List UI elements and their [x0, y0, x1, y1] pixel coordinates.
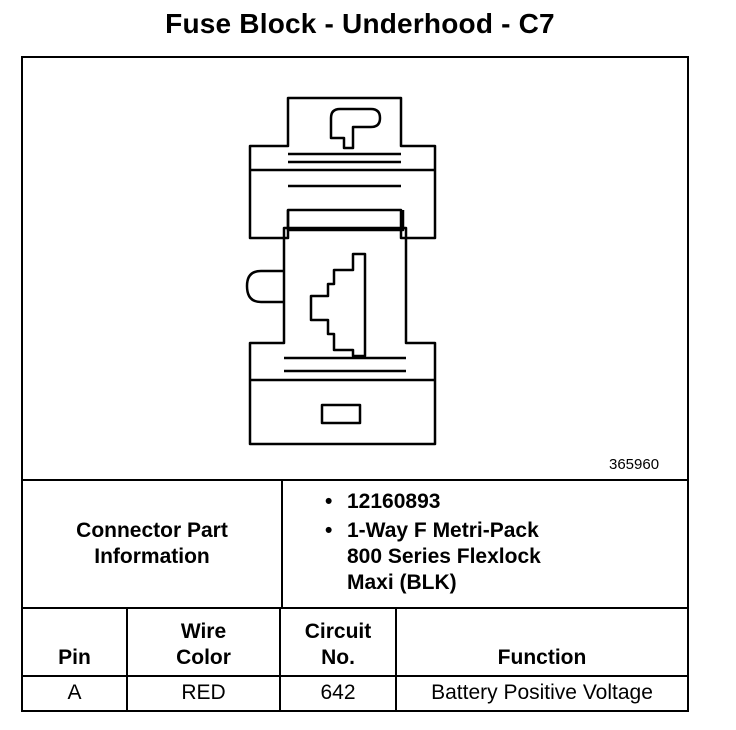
lower-tab [320, 403, 362, 425]
connector-face-illustration [245, 96, 437, 446]
connector-frame: 365960 Connector Part Information • 1216… [21, 56, 689, 712]
header-function: Function [497, 646, 587, 669]
side-bump [245, 269, 284, 304]
info-item-line: 12160893 [347, 490, 441, 513]
info-label: Connector Part Information [23, 481, 283, 607]
pin-cell: A [23, 677, 128, 710]
info-label-line1: Connector Part [76, 519, 228, 542]
connector-body [286, 210, 405, 232]
info-list: • 12160893 • 1-Way F Metri-Pack 800 Seri… [285, 489, 675, 599]
bullet-icon: • [325, 519, 333, 542]
latch-tab [248, 96, 437, 240]
header-circuit-line2: No. [321, 646, 355, 669]
circuit-cell: 642 [281, 677, 397, 710]
latch-slot [329, 107, 382, 150]
header-circuit-line1: Circuit [304, 620, 372, 643]
figure-number: 365960 [609, 456, 660, 473]
header-wire-line1: Wire [180, 620, 227, 643]
info-item-line: Maxi (BLK) [347, 571, 457, 594]
pin-value: A [67, 681, 82, 704]
info-item-line: 1-Way F Metri-Pack [347, 519, 539, 542]
connector-part-info: Connector Part Information • 12160893 • … [23, 481, 687, 609]
header-wire-line2: Color [176, 646, 231, 669]
header-circuit-cell: Circuit No. [281, 609, 397, 675]
header-function-cell: Function [397, 609, 687, 675]
info-item-description: • 1-Way F Metri-Pack 800 Series Flexlock… [285, 518, 675, 596]
info-item-part-number: • 12160893 [285, 489, 675, 515]
bullet-icon: • [325, 490, 333, 513]
header-wire-color-cell: Wire Color [128, 609, 281, 675]
circuit-value: 642 [320, 681, 356, 704]
function-cell: Battery Positive Voltage [397, 677, 687, 710]
table-header: Pin Wire Color Circuit No. Function [23, 609, 687, 677]
wire-color-value: RED [181, 681, 226, 704]
terminal-slot [309, 252, 367, 358]
table-row: A RED 642 Battery Positive Voltage [23, 677, 687, 710]
page-title: Fuse Block - Underhood - C7 [165, 8, 555, 39]
header-pin: Pin [58, 646, 91, 669]
info-label-line2: Information [94, 545, 210, 568]
wire-color-cell: RED [128, 677, 281, 710]
function-value: Battery Positive Voltage [431, 681, 653, 704]
connector-diagram: 365960 [23, 58, 687, 481]
info-item-line: 800 Series Flexlock [347, 545, 541, 568]
header-pin-cell: Pin [23, 609, 128, 675]
